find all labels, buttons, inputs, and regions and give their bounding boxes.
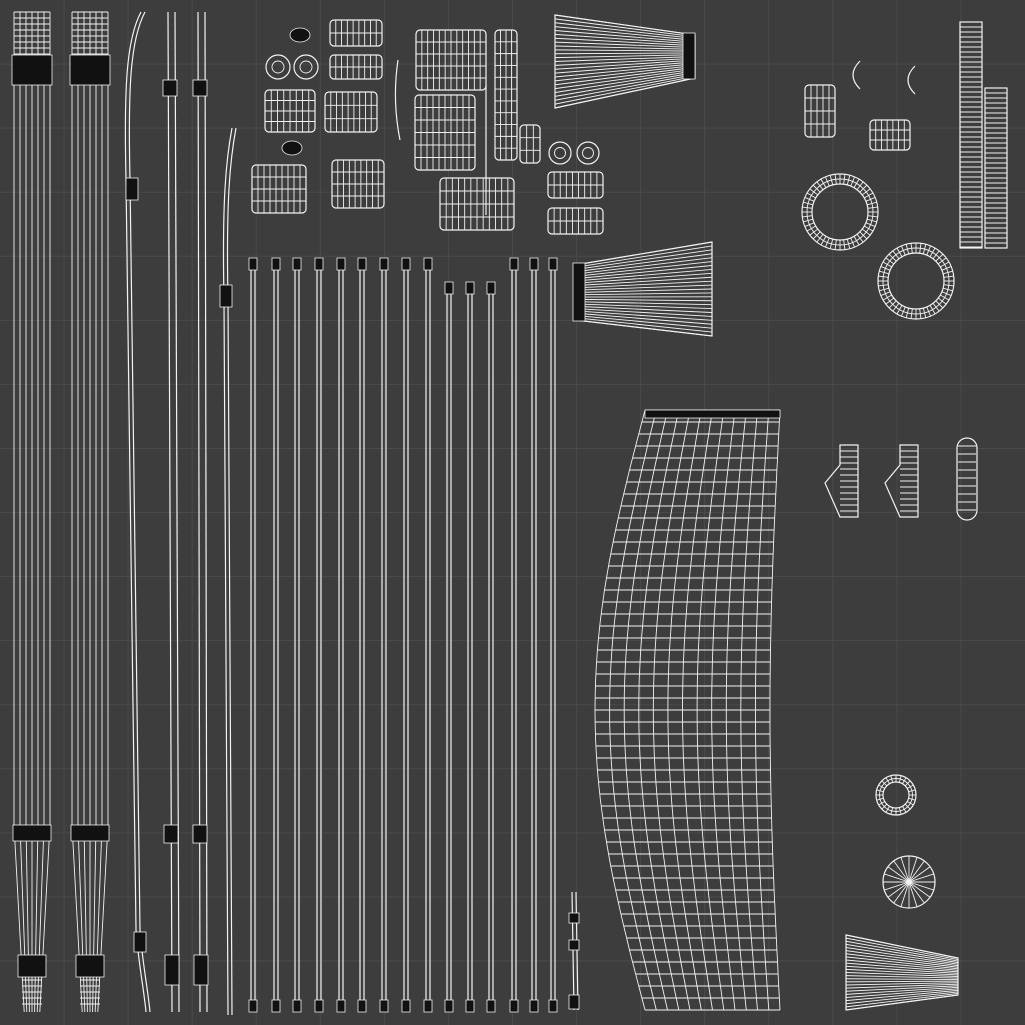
- island-long-pole-2[interactable]: [69, 11, 111, 1013]
- island-thin-rod-b[interactable]: [192, 11, 209, 1013]
- island-thin-rod-curved[interactable]: [124, 11, 151, 1013]
- island-short-rod[interactable]: [219, 127, 237, 1016]
- island-fan-top[interactable]: [554, 14, 696, 109]
- island-disc-spokes[interactable]: [882, 855, 936, 909]
- island-fan-bottom[interactable]: [845, 934, 959, 1011]
- island-thin-rod-a[interactable]: [162, 11, 180, 1013]
- island-stick-array[interactable]: [248, 257, 558, 1013]
- island-body-sleeve[interactable]: [594, 409, 781, 1011]
- island-ring-small[interactable]: [875, 774, 917, 816]
- island-long-pole-1[interactable]: [11, 11, 53, 1013]
- island-tiny-stick[interactable]: [568, 891, 580, 1011]
- island-fan-middle[interactable]: [572, 241, 713, 337]
- island-ring-large-a[interactable]: [801, 173, 879, 251]
- island-ring-large-b[interactable]: [877, 242, 955, 320]
- island-strip-tall[interactable]: [959, 21, 1008, 249]
- island-small-pieces[interactable]: [251, 19, 978, 521]
